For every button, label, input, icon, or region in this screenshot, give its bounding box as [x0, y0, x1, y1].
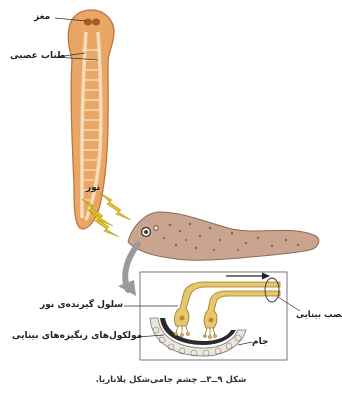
eyespot-second — [154, 226, 158, 230]
light-ray-2 — [88, 210, 119, 237]
cup-label: جام — [252, 338, 268, 347]
pigment-molecules-label: مولکول‌های رنگیزه‌های بینایی — [12, 332, 142, 341]
light-ray-3 — [100, 193, 131, 220]
light-label: نور — [86, 184, 100, 193]
brain-ganglion-left — [84, 19, 92, 26]
eyespot-pupil — [144, 230, 148, 234]
planarian-figure — [128, 212, 319, 260]
photoreceptor-nucleus-1 — [180, 316, 185, 321]
planarian-body — [128, 212, 319, 260]
zoom-arrow — [118, 244, 138, 296]
brain-label: مغز — [34, 13, 50, 22]
photoreceptor-nucleus-2 — [209, 318, 214, 323]
photoreceptor-cell-label: سلول گیرنده‌ی نور — [40, 301, 123, 310]
figure-caption: شکل ۹ــ۳ــ چشم جامی‌شکل پلاناریا. — [0, 375, 342, 385]
nerve-cords-label: طناب عصبی — [10, 52, 66, 61]
brain-ganglion-right — [92, 19, 100, 26]
optic-nerve-label: عصب بینایی — [296, 311, 342, 320]
